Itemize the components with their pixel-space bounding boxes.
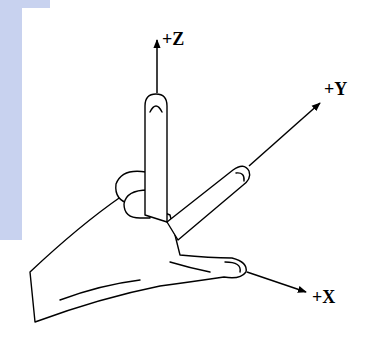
- axis-arrows: [157, 40, 320, 292]
- z-axis-arrow: [156, 40, 158, 93]
- x-axis-arrow: [247, 272, 306, 292]
- axis-label: +Z: [162, 30, 184, 48]
- y-axis-arrow: [249, 103, 320, 166]
- hand: [30, 94, 250, 322]
- axis-label: +X: [312, 288, 335, 306]
- corner-band: [0, 0, 22, 240]
- corner-band: [0, 0, 50, 8]
- axis-label: +Y: [324, 80, 347, 98]
